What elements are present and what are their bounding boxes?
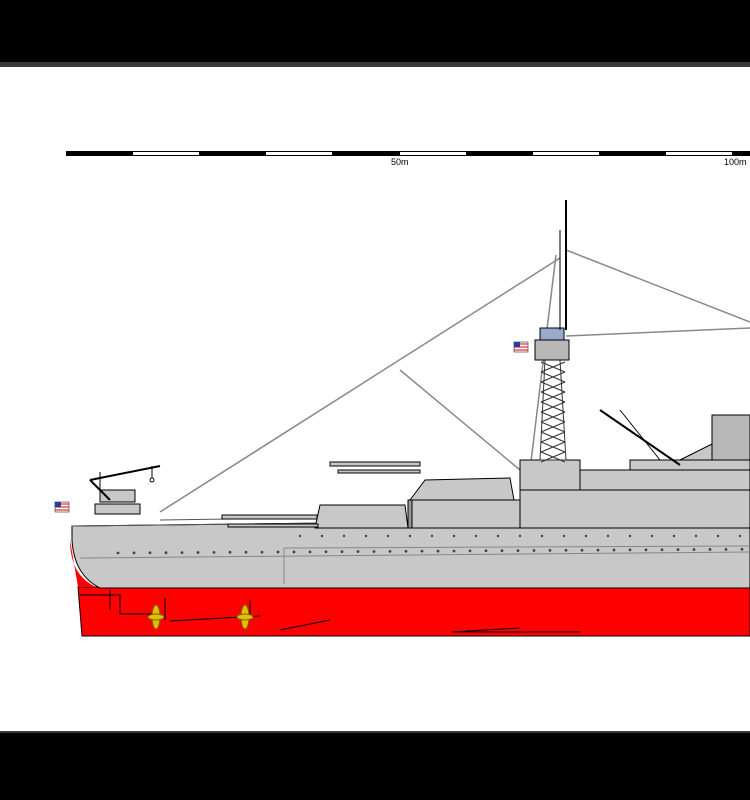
porthole (386, 534, 390, 538)
porthole (324, 550, 328, 554)
porthole (388, 549, 392, 553)
porthole (340, 550, 344, 554)
lattice-brace (540, 371, 566, 383)
porthole (738, 534, 742, 538)
porthole (564, 548, 568, 552)
scale-label-100m: 100m (724, 157, 747, 167)
stern-flag (54, 501, 70, 513)
porthole (260, 550, 264, 554)
porthole (484, 549, 488, 553)
lattice-brace (540, 381, 566, 393)
porthole (596, 548, 600, 552)
porthole (548, 549, 552, 552)
porthole (132, 551, 136, 555)
porthole (532, 549, 536, 552)
porthole (580, 548, 584, 552)
porthole (628, 548, 632, 552)
porthole (644, 548, 648, 552)
porthole (228, 550, 232, 554)
porthole (516, 549, 520, 552)
porthole (244, 550, 248, 554)
porthole (452, 534, 456, 538)
top-frame-edge (0, 62, 750, 67)
porthole (660, 548, 664, 552)
porthole (342, 534, 346, 538)
aft-turret-superfiring (329, 461, 521, 529)
porthole (694, 534, 698, 538)
porthole (496, 534, 500, 538)
lattice-brace (540, 421, 566, 433)
lattice-brace (540, 391, 566, 403)
mast-flag (513, 341, 529, 353)
lattice-brace (540, 451, 566, 463)
porthole (612, 548, 616, 552)
porthole (716, 534, 720, 538)
lattice-mast (519, 200, 581, 491)
bottom-frame-bar (0, 733, 750, 800)
porthole (500, 549, 504, 553)
lattice-brace (540, 441, 566, 453)
porthole (420, 549, 424, 553)
porthole (372, 550, 376, 553)
hull-topside (71, 517, 750, 589)
top-frame-bar (0, 0, 750, 66)
porthole (606, 534, 610, 538)
porthole (356, 550, 360, 553)
porthole (474, 534, 478, 538)
porthole (196, 551, 200, 554)
porthole (628, 534, 632, 538)
propeller-forward (236, 604, 254, 630)
scale-label-50m: 50m (391, 157, 409, 167)
scale-bar (66, 151, 750, 156)
forward-superstructure (519, 409, 750, 529)
porthole (408, 534, 412, 538)
porthole (562, 534, 566, 538)
porthole (298, 534, 302, 538)
rudder-and-skeg (80, 590, 580, 633)
porthole (692, 548, 696, 551)
porthole (292, 550, 296, 554)
drawing-canvas: 50m 100m (0, 67, 750, 732)
porthole (468, 549, 472, 553)
porthole (452, 549, 456, 553)
porthole (308, 550, 312, 554)
porthole (164, 551, 168, 555)
porthole (430, 534, 434, 538)
porthole (650, 534, 654, 538)
porthole (116, 551, 120, 555)
lattice-brace (540, 411, 566, 423)
porthole (584, 534, 588, 538)
porthole (724, 547, 728, 551)
aft-turret-low (221, 504, 409, 529)
porthole (320, 534, 324, 538)
aft-crane (89, 465, 161, 515)
porthole (518, 534, 522, 538)
battleship-profile-drawing (54, 151, 750, 637)
porthole (540, 534, 544, 538)
porthole (708, 548, 712, 551)
lattice-brace (540, 401, 566, 413)
lattice-brace (540, 431, 566, 443)
porthole (672, 534, 676, 538)
lattice-brace (540, 361, 566, 373)
porthole (364, 534, 368, 538)
porthole (404, 549, 408, 553)
porthole (180, 551, 184, 555)
porthole (676, 548, 680, 552)
porthole (148, 551, 152, 555)
propeller-aft (147, 604, 165, 630)
porthole (740, 547, 744, 551)
porthole (212, 551, 216, 554)
porthole (436, 549, 440, 553)
portholes (116, 534, 744, 555)
porthole (276, 550, 280, 554)
